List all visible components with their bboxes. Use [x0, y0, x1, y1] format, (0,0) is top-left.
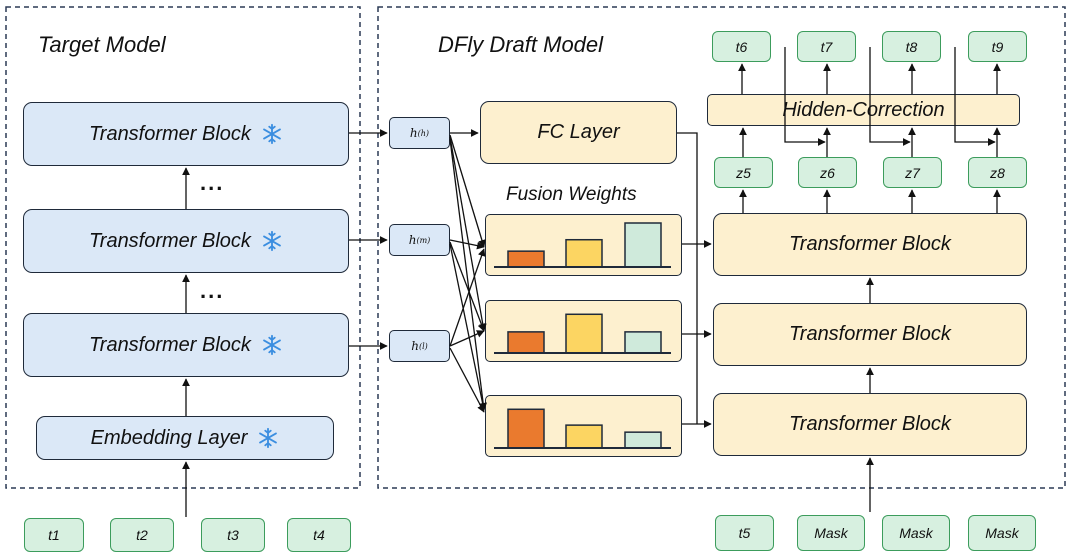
- embedding-layer: Embedding Layer: [36, 416, 334, 460]
- draft-input-mask-1: Mask: [797, 515, 865, 551]
- embedding-label: Embedding Layer: [90, 426, 248, 449]
- z-token-z7: z7: [883, 157, 942, 188]
- snowflake-icon: [259, 427, 278, 449]
- block-label: Transformer Block: [89, 333, 251, 356]
- draft-input-mask-3: Mask: [968, 515, 1036, 551]
- block-label: Transformer Block: [89, 122, 251, 145]
- z-token-z5: z5: [714, 157, 773, 188]
- draft-model-title: DFly Draft Model: [438, 32, 604, 57]
- hidden-state-base: h: [411, 339, 419, 353]
- hidden-state-sup: (l): [418, 341, 428, 351]
- fusion-bars: [494, 408, 671, 449]
- fusion-bar: [507, 331, 545, 354]
- fusion-bar: [565, 313, 603, 354]
- output-token-t9: t9: [968, 31, 1027, 62]
- hidden-state-m: h(m): [389, 224, 450, 256]
- fc-layer: FC Layer: [480, 101, 677, 164]
- draft-input-t5: t5: [715, 515, 774, 551]
- target-transformer-block-top: Transformer Block: [23, 102, 349, 166]
- hidden-state-base: h: [408, 233, 417, 247]
- input-token-t1: t1: [24, 518, 84, 552]
- fusion-weights-box-2: [485, 300, 682, 362]
- output-token-t6: t6: [712, 31, 771, 62]
- ellipsis-lower: ...: [200, 278, 225, 303]
- z-token-z6: z6: [798, 157, 857, 188]
- draft-input-mask-2: Mask: [882, 515, 950, 551]
- ellipsis-upper: ...: [200, 170, 225, 195]
- snowflake-icon: [263, 230, 281, 252]
- fusion-bar: [507, 408, 545, 449]
- fusion-bar: [624, 431, 662, 449]
- z-token-z8: z8: [968, 157, 1027, 188]
- hidden-state-l: h(l): [389, 330, 450, 362]
- hidden-state-sup: (h): [417, 128, 430, 138]
- target-model-title: Target Model: [38, 32, 166, 57]
- input-token-t2: t2: [110, 518, 174, 552]
- target-transformer-block-middle: Transformer Block: [23, 209, 349, 273]
- fusion-bar: [624, 222, 662, 268]
- draft-transformer-block-bottom: Transformer Block: [713, 393, 1027, 456]
- input-token-t3: t3: [201, 518, 265, 552]
- fusion-weights-title: Fusion Weights: [506, 184, 637, 205]
- hidden-state-base: h: [409, 126, 418, 140]
- fusion-weights-box-3: [485, 395, 682, 457]
- hidden-correction: Hidden-Correction: [707, 94, 1020, 126]
- fusion-bar: [565, 424, 603, 449]
- fusion-bar: [565, 238, 603, 268]
- fusion-bars: [494, 313, 671, 354]
- snowflake-icon: [263, 334, 281, 356]
- output-token-t7: t7: [797, 31, 856, 62]
- block-label: Transformer Block: [89, 229, 251, 252]
- output-token-t8: t8: [882, 31, 941, 62]
- hidden-state-sup: (m): [416, 235, 431, 245]
- draft-panel-border: [377, 6, 1066, 489]
- fusion-bar: [624, 331, 662, 354]
- input-token-t4: t4: [287, 518, 351, 552]
- fusion-weights-box-1: [485, 214, 682, 276]
- fusion-bar: [507, 250, 545, 268]
- target-transformer-block-bottom: Transformer Block: [23, 313, 349, 377]
- snowflake-icon: [263, 123, 281, 145]
- draft-transformer-block-middle: Transformer Block: [713, 303, 1027, 366]
- hidden-state-h: h(h): [389, 117, 450, 149]
- fusion-bars: [494, 222, 671, 268]
- target-panel-border: [5, 6, 361, 489]
- draft-transformer-block-top: Transformer Block: [713, 213, 1027, 276]
